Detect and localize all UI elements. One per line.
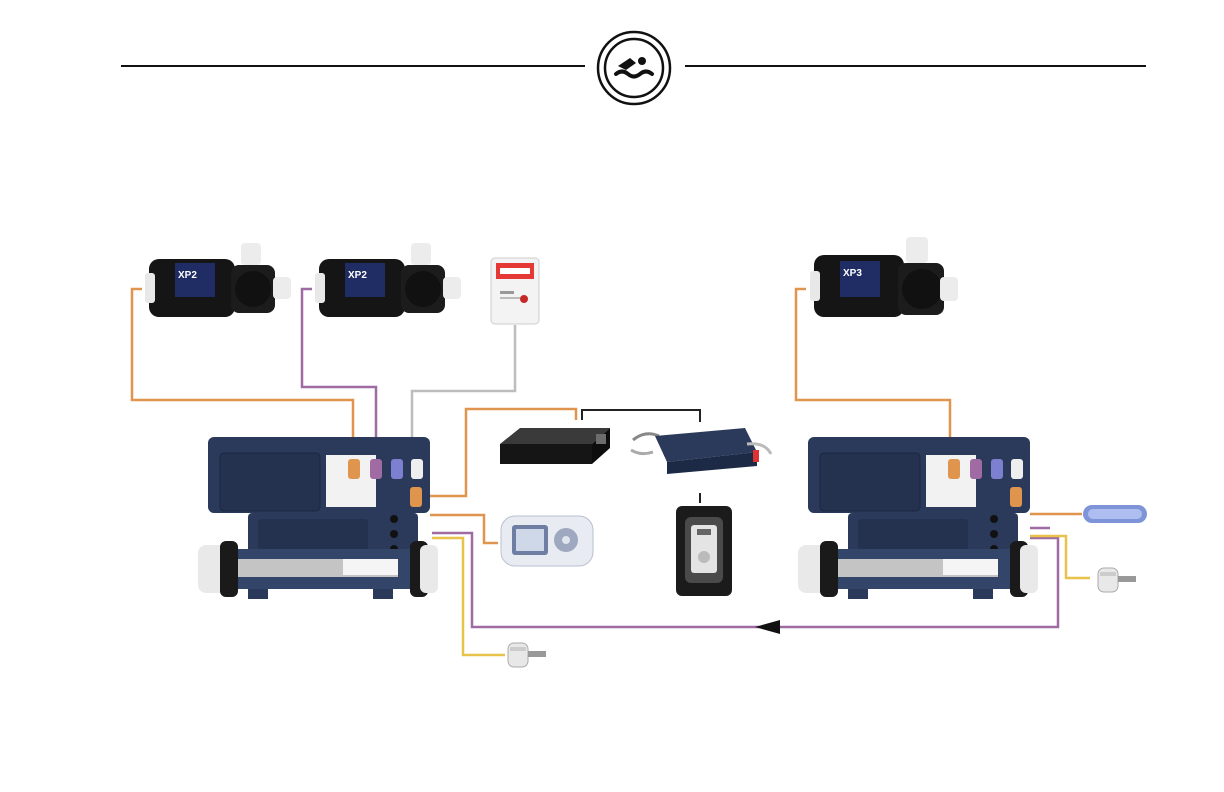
sensor-right (1092, 562, 1140, 598)
led-light-bar (1082, 503, 1148, 525)
cable-sensor-left (432, 538, 505, 655)
pump-3: XP3 (810, 237, 960, 321)
pump-3-badge: XP3 (843, 268, 862, 279)
cable-sensor-right (1030, 536, 1090, 578)
sensor-left (502, 637, 550, 673)
pump-1: XP2 (145, 243, 295, 319)
pump-2: XP2 (315, 243, 465, 319)
cable-ozonator (412, 325, 515, 437)
pump-2-badge: XP2 (348, 270, 367, 281)
control-box-right (798, 437, 1038, 600)
wireless-remote (675, 505, 733, 597)
link-arrow (755, 620, 780, 634)
keypad (500, 515, 595, 569)
ozonator (490, 257, 540, 327)
cable-bridge (582, 410, 700, 422)
control-box-left (198, 437, 438, 600)
pump-1-badge: XP2 (178, 270, 197, 281)
wifi-module (625, 422, 775, 476)
audio-amplifier (498, 424, 614, 466)
